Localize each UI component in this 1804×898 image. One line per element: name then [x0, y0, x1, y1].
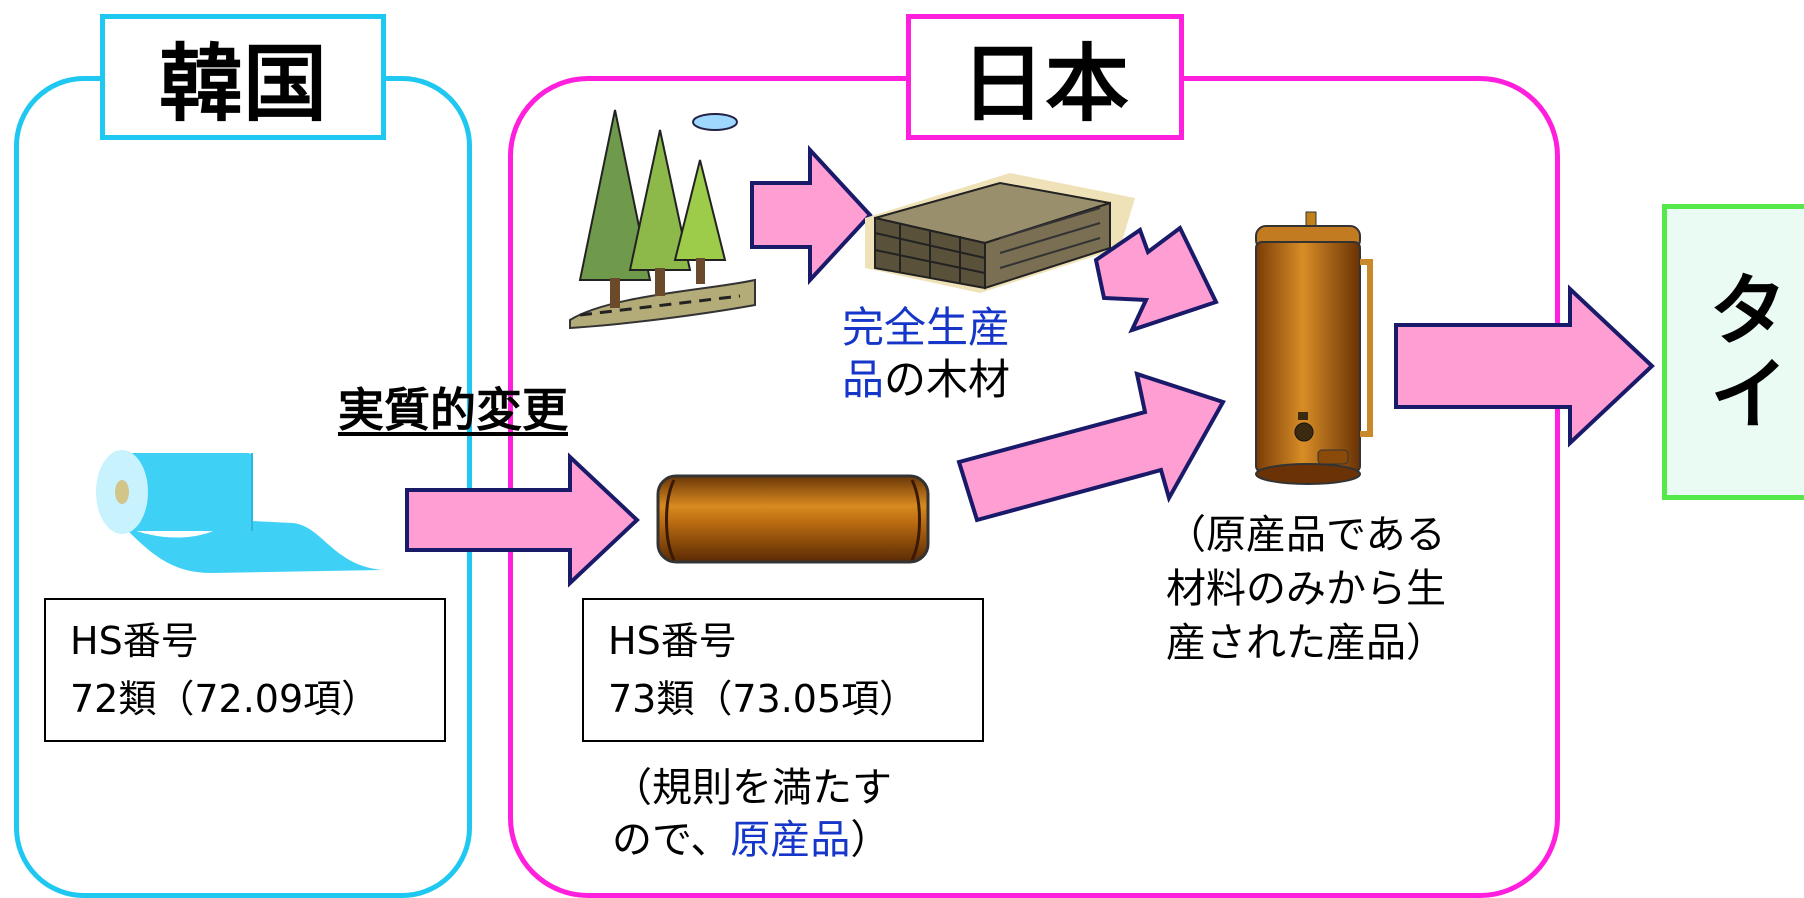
- korea-label: 韓国: [100, 14, 386, 140]
- arrow-to-thailand: [1394, 284, 1655, 448]
- steel-pipe-icon: [656, 474, 930, 564]
- thailand-label: タイ: [1662, 204, 1804, 500]
- pipe-caption: （規則を満たす ので、原産品）: [612, 762, 892, 866]
- substantial-transformation-label: 実質的変更: [338, 383, 568, 437]
- japan-hs-label: HS番号: [608, 619, 737, 663]
- pipe-caption-line1: （規則を満たす: [612, 765, 892, 811]
- korea-hs-value: 72類（72.09項）: [70, 677, 380, 721]
- arrow-trees-to-lumber: [750, 144, 873, 286]
- japan-hs-code-box: HS番号 73類（73.05項）: [582, 598, 984, 742]
- wood-caption: 完全生産 品の木材: [842, 302, 1010, 406]
- forest-trees-icon: [569, 109, 756, 330]
- arrow-lumber-to-product: [1093, 224, 1219, 334]
- product-caption-line3: 産された産品）: [1166, 620, 1446, 666]
- japan-hs-value: 73類（73.05項）: [608, 677, 918, 721]
- product-caption-line2: 材料のみから生: [1166, 566, 1446, 612]
- korea-hs-code-box: HS番号 72類（72.09項）: [44, 598, 446, 742]
- arrow-korea-to-japan: [405, 452, 640, 588]
- pipe-caption-black: ので、: [612, 817, 731, 863]
- product-caption: （原産品である 材料のみから生 産された産品）: [1166, 508, 1446, 670]
- japan-label: 日本: [906, 14, 1184, 140]
- lumber-stack-icon: [865, 173, 1135, 293]
- steel-sheet-roll-icon: [96, 450, 382, 573]
- korea-hs-label: HS番号: [70, 619, 199, 663]
- wood-caption-blue-2: 品: [842, 355, 885, 404]
- wood-caption-black: の木材: [884, 355, 1011, 404]
- pipe-caption-end: ）: [850, 817, 891, 863]
- arrow-pipe-to-product: [956, 371, 1226, 523]
- water-heater-icon: [1255, 211, 1373, 485]
- wood-caption-blue-1: 完全生産: [842, 303, 1011, 352]
- pipe-caption-blue: 原産品: [730, 817, 851, 863]
- product-caption-line1: （原産品である: [1166, 512, 1446, 558]
